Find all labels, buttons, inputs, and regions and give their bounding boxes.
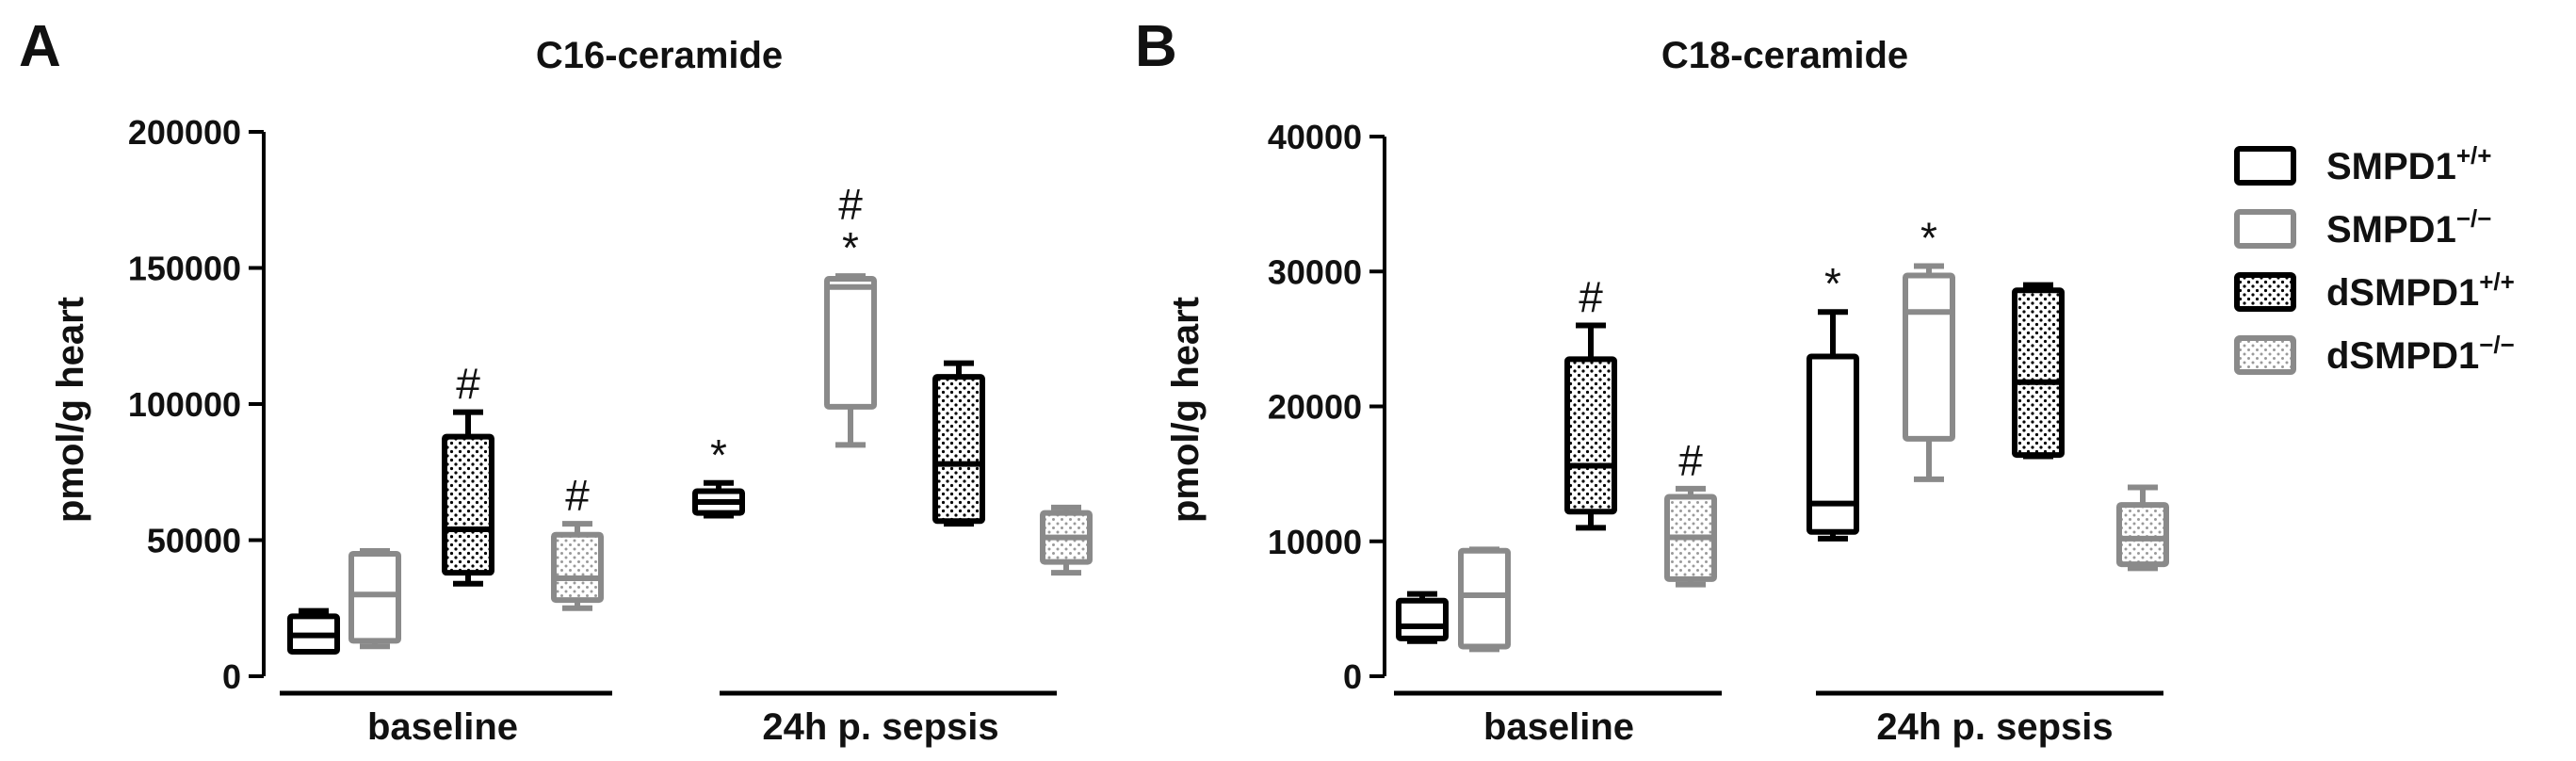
panel-b-title: C18-ceramide [1661, 35, 1908, 76]
box-plot [2116, 484, 2169, 572]
panel-a-letter: A [19, 14, 61, 79]
legend-swatch [2234, 146, 2296, 186]
box-iqr [932, 374, 985, 525]
box-iqr [1564, 356, 1617, 515]
box-plot [1458, 546, 1511, 653]
y-tick-label: 0 [1343, 657, 1362, 696]
hash-annotation: # [565, 471, 590, 520]
y-tick-label: 10000 [1268, 523, 1362, 561]
legend-swatch [2234, 209, 2296, 249]
box-plot: # [1664, 436, 1717, 588]
box-iqr [2116, 502, 2169, 568]
box-plot: * [1806, 259, 1859, 542]
box-iqr [2012, 287, 2065, 459]
legend-item: dSMPD1−/− [2234, 331, 2515, 377]
box-plot: # [1564, 273, 1617, 531]
box-plot [2012, 282, 2065, 460]
panel-b-ylabel: pmol/g heart [1165, 297, 1207, 523]
box-plot [932, 360, 985, 527]
panel-b-group-sepsis: 24h p. sepsis [1876, 706, 2113, 748]
y-tick-label: 100000 [128, 385, 241, 424]
panel-b-group-baseline: baseline [1483, 706, 1634, 748]
y-tick-label: 20000 [1268, 388, 1362, 427]
star-annotation: * [710, 430, 727, 479]
star-annotation: * [1920, 214, 1937, 263]
hash-annotation: # [838, 180, 863, 229]
hash-annotation: # [1579, 273, 1603, 322]
box-plot: # [442, 360, 494, 587]
box-plot [287, 607, 340, 655]
hash-annotation: # [1678, 436, 1703, 485]
star-annotation: * [1824, 259, 1841, 308]
legend-label: dSMPD1−/− [2326, 331, 2515, 377]
panel-a-group-baseline: baseline [367, 706, 518, 748]
legend-item: dSMPD1+/+ [2234, 267, 2515, 314]
legend-item: SMPD1+/+ [2234, 141, 2491, 187]
panel-a-group-sepsis: 24h p. sepsis [762, 706, 998, 748]
y-tick-label: 40000 [1268, 118, 1362, 156]
legend-label: SMPD1−/− [2326, 204, 2491, 251]
panel-a-title: C16-ceramide [536, 35, 783, 76]
legend-label: SMPD1+/+ [2326, 141, 2491, 187]
box-iqr [824, 276, 877, 410]
box-plot: * [692, 430, 745, 519]
box-iqr [1806, 353, 1859, 535]
box-plot: *# [824, 180, 877, 448]
legend-swatch [2234, 272, 2296, 312]
y-tick-label: 150000 [128, 250, 241, 288]
legend: SMPD1+/+ SMPD1−/− dSMPD1+/+ dSMPD1−/− [2234, 141, 2515, 377]
y-tick-label: 200000 [128, 113, 241, 152]
y-tick-label: 30000 [1268, 252, 1362, 291]
star-annotation: * [842, 223, 859, 272]
legend-label: dSMPD1+/+ [2326, 267, 2515, 314]
box-iqr [1396, 597, 1449, 641]
panel-a: A C16-ceramide pmol/g heart 0 50000 100000… [19, 14, 1093, 748]
box-plot: * [1903, 214, 1955, 482]
panel-b-plot: 0 10000 20000 30000 40000 * * # # [1268, 118, 2169, 696]
box-iqr [551, 531, 604, 604]
panel-b: B C18-ceramide pmol/g heart 0 10000 20000 3… [1135, 14, 2169, 748]
y-tick-label: 50000 [147, 522, 241, 560]
box-iqr [442, 433, 494, 576]
box-plot [348, 548, 401, 650]
legend-item: SMPD1−/− [2234, 204, 2491, 251]
box-plot [1040, 504, 1093, 576]
y-tick-label: 0 [222, 657, 241, 696]
hash-annotation: # [456, 360, 480, 409]
box-iqr [1903, 272, 1955, 442]
panel-a-ylabel: pmol/g heart [50, 297, 91, 523]
box-plot [1396, 591, 1449, 644]
legend-swatch [2234, 335, 2296, 375]
box-iqr [1458, 547, 1511, 650]
panel-b-letter: B [1135, 14, 1177, 79]
box-plot: # [551, 471, 604, 611]
